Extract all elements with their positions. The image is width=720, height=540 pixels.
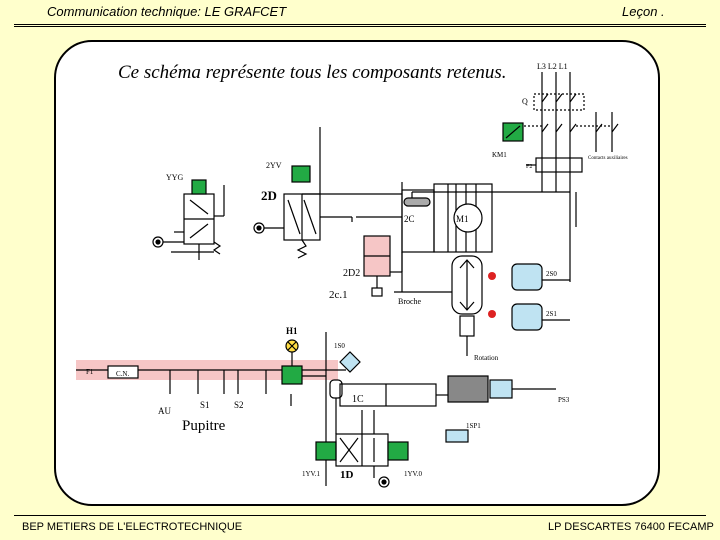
sensor-2s0-indicator <box>488 272 496 280</box>
valve-yyg <box>171 193 222 260</box>
label-contacts: Contacts auxiliaires <box>588 156 628 161</box>
pupitre-green-block <box>281 365 303 385</box>
label-f1: F1 <box>86 368 94 376</box>
1yv0-coil <box>387 441 409 461</box>
label-s1: S1 <box>200 400 210 410</box>
header-title: Communication technique: LE GRAFCET <box>47 4 287 19</box>
label-1s0: 1S0 <box>334 342 345 350</box>
workpiece <box>447 375 489 403</box>
sensor-2s1-indicator <box>488 310 496 318</box>
label-m1: M1 <box>456 214 469 224</box>
label-2d2: 2D2 <box>343 268 360 279</box>
label-2c1: 2c.1 <box>329 289 348 301</box>
yyg-coil <box>191 179 207 195</box>
motor-m1 <box>433 183 493 253</box>
label-2yv: 2YV <box>266 161 282 170</box>
label-cn: C.N. <box>116 370 129 378</box>
label-h1: H1 <box>286 326 298 336</box>
air-source-left <box>152 236 184 248</box>
label-au: AU <box>158 406 171 416</box>
label-q: Q <box>522 97 528 106</box>
sensor-2s1 <box>511 303 543 331</box>
sensor-1s0 <box>339 351 361 373</box>
label-pupitre: Pupitre <box>182 418 226 434</box>
label-phases: L3 L2 L1 <box>537 62 568 71</box>
label-2d: 2D <box>261 188 277 203</box>
valve-2yv <box>283 193 353 259</box>
footer-school: BEP METIERS DE L'ELECTROTECHNIQUE <box>22 521 243 533</box>
sensor-ps3 <box>489 379 513 399</box>
label-yyg: YYG <box>166 173 184 182</box>
diagram-title: Ce schéma représente tous les composants… <box>118 62 507 83</box>
header-lesson: Leçon . <box>622 4 665 19</box>
label-1d: 1D <box>340 469 354 481</box>
label-2c: 2C <box>404 214 415 224</box>
label-1yv0: 1YV.0 <box>404 470 422 478</box>
spindle <box>451 255 483 315</box>
label-2s0: 2S0 <box>546 270 557 278</box>
header-rule <box>14 24 706 27</box>
label-1yv1: 1YV.1 <box>302 470 320 478</box>
2yv-coil <box>291 165 311 183</box>
diagram-canvas: Ce schéma représente tous les composants… <box>76 62 628 488</box>
sensor-1sp1 <box>445 429 469 443</box>
label-rotation: Rotation <box>474 354 499 362</box>
label-2s1: 2S1 <box>546 310 557 318</box>
footer-rule <box>14 515 706 516</box>
label-1c: 1C <box>352 394 364 405</box>
label-km1: KM1 <box>492 151 507 159</box>
power-circuit <box>411 72 619 227</box>
diagram-panel: Ce schéma représente tous les composants… <box>54 40 660 506</box>
label-f2: F2 <box>526 164 532 170</box>
label-1sp1: 1SP1 <box>466 422 481 430</box>
1yv1-coil <box>315 441 337 461</box>
label-ps3: PS3 <box>558 396 570 404</box>
sensor-2s0 <box>511 263 543 291</box>
label-s2: S2 <box>234 400 244 410</box>
footer-location: LP DESCARTES 76400 FECAMP <box>548 521 714 533</box>
air-source-mid <box>253 222 284 234</box>
label-broche: Broche <box>398 297 422 306</box>
